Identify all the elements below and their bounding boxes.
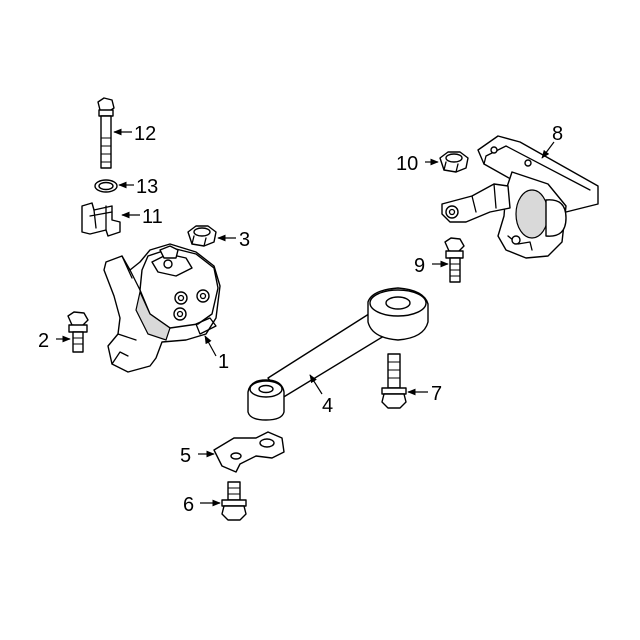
callout-labels: 1 2 3 4 5 6 7 8 9 10 11 12 13 — [38, 123, 563, 516]
transmission-mount-part — [441, 135, 599, 259]
leader-arrows — [56, 128, 555, 507]
callout-8: 8 — [552, 123, 563, 145]
callout-9: 9 — [414, 255, 425, 277]
stud-bolt-6-part — [221, 481, 247, 521]
nut-3-part — [187, 225, 217, 247]
callout-6: 6 — [183, 494, 194, 516]
bracket-plate-part — [213, 431, 285, 473]
long-bolt-part — [97, 97, 115, 169]
callout-12: 12 — [134, 123, 156, 145]
bolt-9-part — [444, 237, 465, 283]
callout-13: 13 — [136, 176, 158, 198]
callout-5: 5 — [180, 445, 191, 467]
callout-7: 7 — [431, 383, 442, 405]
o-ring-part — [94, 179, 118, 193]
callout-10: 10 — [396, 153, 418, 175]
stud-bolt-7-part — [381, 353, 407, 409]
callout-1: 1 — [218, 351, 229, 373]
callout-3: 3 — [239, 229, 250, 251]
bushing-part — [81, 202, 121, 237]
engine-mount-part — [103, 243, 221, 373]
callout-4: 4 — [322, 395, 333, 417]
callout-11: 11 — [142, 206, 163, 228]
torque-rod-part — [247, 287, 429, 421]
callout-2: 2 — [38, 330, 49, 352]
bolt-2-part — [67, 311, 89, 353]
nut-10-part — [439, 151, 469, 173]
